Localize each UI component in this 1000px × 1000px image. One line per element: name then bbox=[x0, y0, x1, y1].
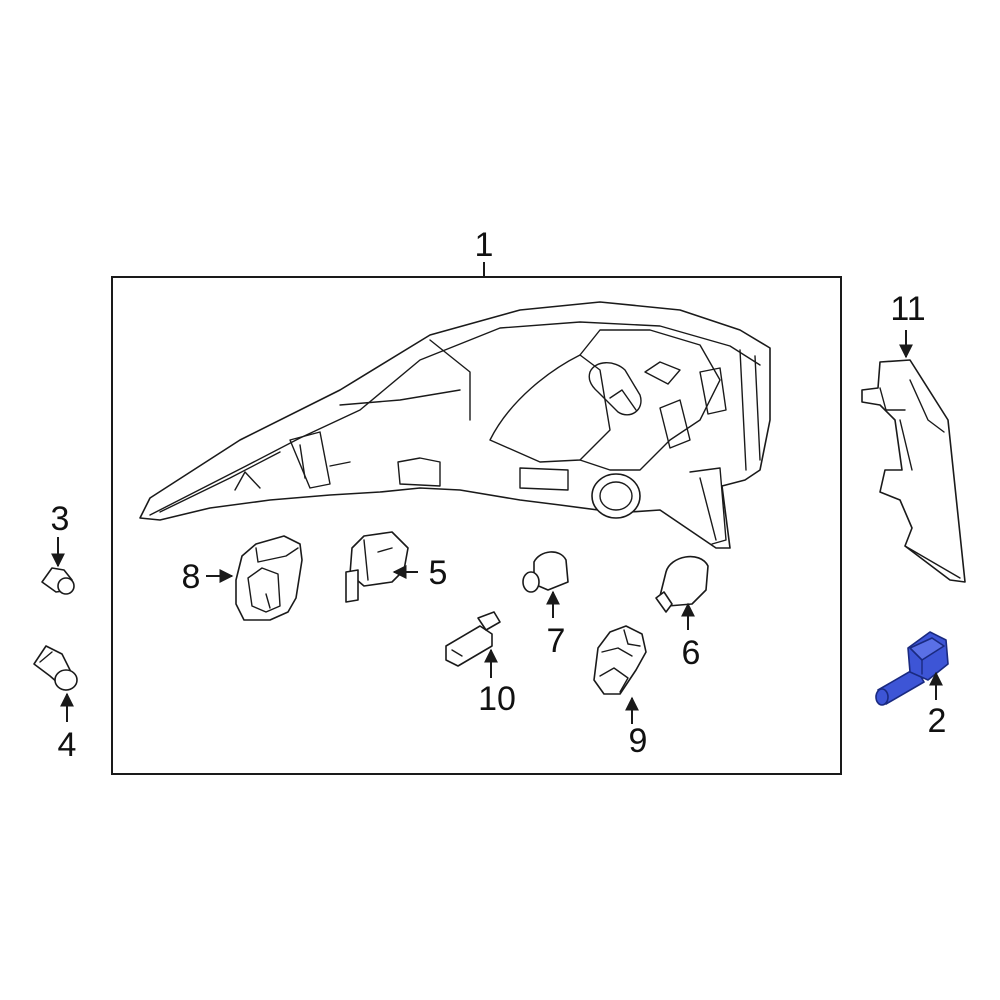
callout-8[interactable]: 8 bbox=[182, 558, 201, 596]
callout-4[interactable]: 4 bbox=[58, 726, 77, 764]
bulb-socket-8[interactable] bbox=[235, 535, 303, 621]
clip-nut[interactable] bbox=[33, 645, 78, 691]
bulb-10[interactable] bbox=[445, 611, 501, 667]
callout-6[interactable]: 6 bbox=[682, 634, 701, 672]
callout-10[interactable]: 10 bbox=[478, 680, 516, 718]
callout-5[interactable]: 5 bbox=[429, 554, 448, 592]
bulb-socket-9[interactable] bbox=[593, 625, 647, 695]
bolt[interactable] bbox=[875, 631, 949, 706]
mounting-bracket[interactable] bbox=[861, 359, 966, 583]
callout-3[interactable]: 3 bbox=[51, 500, 70, 538]
callout-9[interactable]: 9 bbox=[629, 722, 648, 760]
grommet[interactable] bbox=[41, 567, 75, 595]
callout-1[interactable]: 1 bbox=[475, 226, 494, 264]
tail-lamp-housing[interactable] bbox=[139, 301, 771, 549]
wedge-bulb-5[interactable] bbox=[345, 531, 409, 603]
bulb-7[interactable] bbox=[522, 551, 569, 593]
bulb-6[interactable] bbox=[655, 555, 709, 613]
callout-7[interactable]: 7 bbox=[547, 622, 566, 660]
callout-11[interactable]: 11 bbox=[890, 290, 925, 328]
callout-2[interactable]: 2 bbox=[928, 702, 947, 740]
assembly-frame bbox=[111, 276, 842, 775]
